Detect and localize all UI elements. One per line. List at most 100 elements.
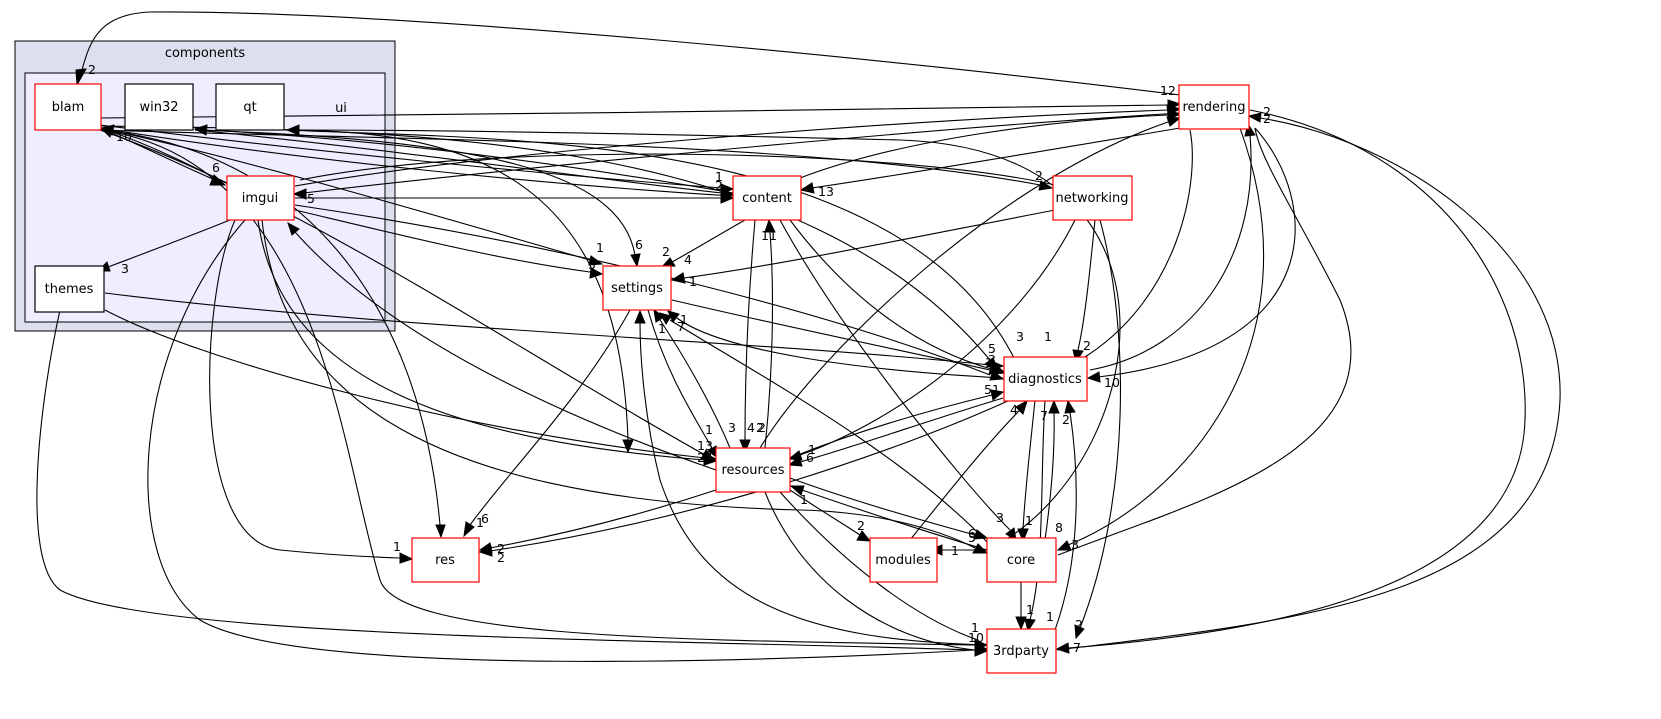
node-rendering[interactable]: rendering <box>1178 84 1250 130</box>
edge-label: 3 <box>988 352 996 367</box>
svg-text:resources: resources <box>721 463 784 478</box>
edge-imgui-settings <box>294 209 604 279</box>
node-win32[interactable]: win32 <box>124 83 194 131</box>
edge-rendering-content <box>799 127 1181 194</box>
node-imgui[interactable]: imgui <box>226 175 295 221</box>
edge-resources-res <box>478 489 717 554</box>
node-resources[interactable]: resources <box>715 447 791 493</box>
edge-label: 6 <box>806 450 814 465</box>
svg-text:win32: win32 <box>139 100 178 115</box>
svg-text:imgui: imgui <box>242 191 278 206</box>
edge-blam-res <box>99 129 446 539</box>
edge-modules-diagnostics <box>909 399 1028 541</box>
edge-rendering-imgui <box>292 112 1181 200</box>
edge-label: 51 <box>984 382 1000 397</box>
edge-label: 4 <box>1010 402 1018 417</box>
edge-core-settings <box>658 312 991 546</box>
edge-label: 1 <box>1044 329 1052 344</box>
edge-label: 1 <box>1025 513 1033 528</box>
svg-text:qt: qt <box>243 100 256 115</box>
edge-label: 4 <box>684 252 692 267</box>
edge-label: 1 <box>985 355 993 370</box>
edge-diagnostics-core <box>1017 399 1036 543</box>
edge-label: 1 <box>951 543 959 558</box>
edge-diagnostics-resources <box>787 397 1004 467</box>
edge-label: 3 <box>1016 329 1024 344</box>
cluster-ui-title: ui <box>335 101 347 116</box>
svg-text:blam: blam <box>52 100 85 115</box>
edge-content-rendering <box>799 109 1182 179</box>
edge-label: 1 <box>596 240 604 255</box>
node-blam[interactable]: blam <box>34 83 102 131</box>
edge-label: 1 <box>476 515 484 530</box>
node-themes[interactable]: themes <box>34 265 105 313</box>
edge-label: 1 <box>1026 602 1034 617</box>
edge-label: 1 <box>705 422 713 437</box>
edge-label: 10 <box>968 630 984 645</box>
edge-label: 2 <box>1062 412 1070 427</box>
edge-resources-settings <box>653 308 731 449</box>
svg-text:networking: networking <box>1056 191 1129 206</box>
edge-label: 13 <box>818 184 834 199</box>
edge-core-resources <box>789 485 988 551</box>
edge-label: 2 <box>857 518 865 533</box>
edge-content-resources <box>739 219 756 454</box>
edge-label: 6 <box>968 526 976 541</box>
node-networking[interactable]: networking <box>1052 175 1133 221</box>
edge-settings-diagnostics <box>671 299 1005 375</box>
svg-text:rendering: rendering <box>1183 100 1246 115</box>
edge-rendering-diagnostics <box>1086 127 1296 383</box>
edge-content-settings <box>660 219 746 268</box>
edge-label: 7 <box>1040 408 1048 423</box>
edge-themes-resources <box>104 309 718 464</box>
node-diagnostics[interactable]: diagnostics <box>1003 356 1088 402</box>
edge-label: 6 <box>481 511 489 526</box>
edge-resources-diagnostics <box>789 389 1005 459</box>
node-qt[interactable]: qt <box>215 83 285 131</box>
edge-label: 10 <box>1104 375 1120 390</box>
edge-label: 13 <box>697 438 713 453</box>
edge-networking-3rdparty <box>1074 219 1122 640</box>
edge-label: 5 <box>307 191 315 206</box>
edge-resources-rendering <box>759 116 1182 449</box>
edge-label: 1 <box>658 321 666 336</box>
edge-label: 7 <box>1073 640 1081 655</box>
edge-networking-rendering <box>299 153 1056 186</box>
edge-label: 2 <box>1263 111 1271 126</box>
node-core[interactable]: core <box>986 537 1057 583</box>
edge-qt-resources <box>284 129 634 454</box>
edge-label: 3 <box>996 510 1004 525</box>
edge-label: 12 <box>1160 83 1176 98</box>
node-layer: blam win32 qt imgui themes rendering con… <box>34 83 1250 674</box>
edge-resources-modules <box>789 489 872 542</box>
edge-resources-3rdparty <box>764 491 989 657</box>
node-3rdparty[interactable]: 3rdparty <box>986 628 1057 674</box>
edge-diagnostics-rendering-2 <box>1079 129 1193 361</box>
svg-text:modules: modules <box>875 553 931 568</box>
edge-label: 2 <box>715 178 723 193</box>
edge-resources-imgui <box>287 221 717 471</box>
node-settings[interactable]: settings <box>602 265 672 311</box>
edge-label: 1 <box>808 442 816 457</box>
edge-label: 1 <box>689 274 697 289</box>
edge-label: 2 <box>497 541 505 556</box>
edge-label: 2 <box>1075 617 1083 632</box>
edge-label: 2 <box>756 420 764 435</box>
node-modules[interactable]: modules <box>869 537 938 583</box>
node-content[interactable]: content <box>732 175 802 221</box>
edge-networking-settings <box>670 209 1056 284</box>
edge-label: 4 <box>747 420 755 435</box>
svg-text:core: core <box>1007 553 1035 568</box>
node-res[interactable]: res <box>411 537 480 583</box>
edge-label: 2 <box>662 244 670 259</box>
edge-label: 5 <box>968 530 976 545</box>
edge-resources-core <box>789 477 989 540</box>
edge-label: 1 <box>393 539 401 554</box>
edge-label: 24 <box>697 450 713 465</box>
edge-label: 3 <box>728 420 736 435</box>
edge-label: 5 <box>588 257 596 272</box>
edge-diagnostics-3rdparty <box>1024 399 1046 633</box>
edge-imgui-res <box>209 219 414 564</box>
edge-label: 1 <box>800 492 808 507</box>
